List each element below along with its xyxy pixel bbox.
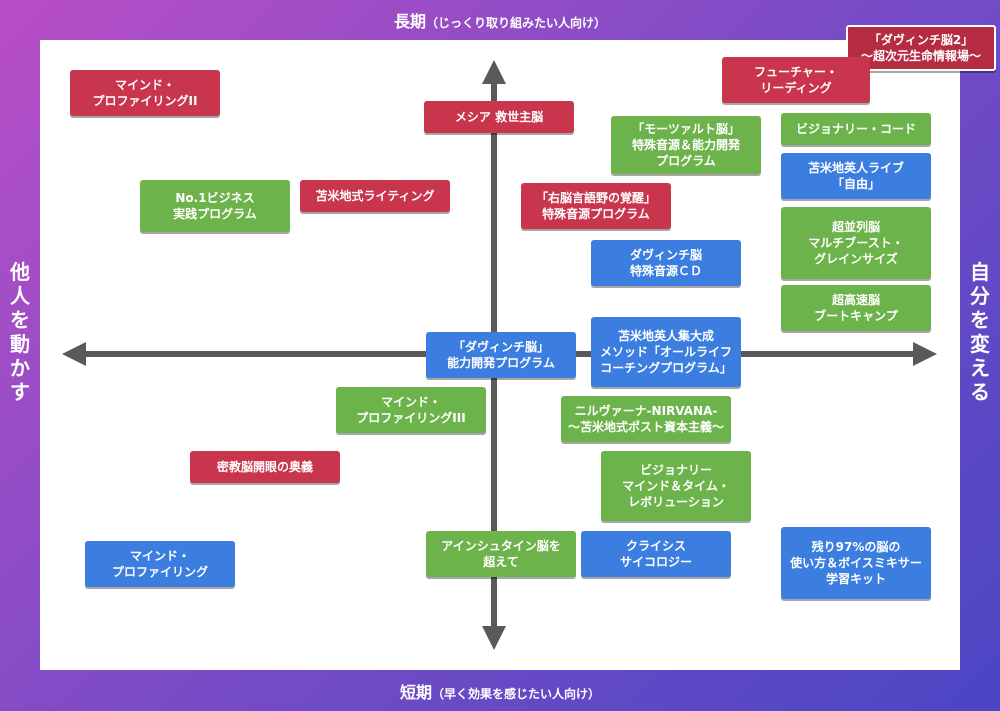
axis-title-sub: （じっくり取り組みたい人向け） bbox=[426, 16, 607, 30]
program-label: 「モーツァルト脳」 特殊音源＆能力開発 プログラム bbox=[631, 122, 740, 168]
program-label: アインシュタイン脳を 超えて bbox=[441, 539, 561, 569]
program-box-visionary-mind[interactable]: ビジョナリー マインド＆タイム・ レボリューション bbox=[601, 451, 751, 521]
program-box-esoteric[interactable]: 密教脳開眼の奥義 bbox=[190, 451, 340, 483]
program-box-nirvana[interactable]: ニルヴァーナ-NIRVANA- ～苫米地式ポスト資本主義～ bbox=[561, 396, 731, 442]
program-label: No.1ビジネス 実践プログラム bbox=[173, 191, 257, 221]
program-label: ビジョナリー・コード bbox=[795, 122, 916, 136]
program-label: メシア 救世主脳 bbox=[454, 110, 544, 124]
left-arrow-head bbox=[62, 342, 86, 366]
program-label: マインド・ プロファイリングII bbox=[92, 78, 198, 108]
down-arrow-head bbox=[482, 626, 506, 650]
program-label: マインド・ プロファイリング bbox=[111, 549, 208, 579]
program-box-writing[interactable]: 苫米地式ライティング bbox=[300, 180, 450, 212]
program-box-live-freedom[interactable]: 苫米地英人ライブ 「自由」 bbox=[781, 153, 931, 199]
program-label: 「ダヴィンチ脳2」 ～超次元生命情報場～ bbox=[860, 33, 981, 63]
program-box-super-speed[interactable]: 超高速脳 ブートキャンプ bbox=[781, 285, 931, 331]
program-box-mind-profiling-3[interactable]: マインド・ プロファイリングIII bbox=[336, 387, 486, 433]
axis-title-change-self: 自分を変える bbox=[970, 260, 990, 404]
program-box-davinci2[interactable]: 「ダヴィンチ脳2」 ～超次元生命情報場～ bbox=[846, 25, 996, 71]
program-box-crisis[interactable]: クライシス サイコロジー bbox=[581, 531, 731, 577]
program-box-visionary-code[interactable]: ビジョナリー・コード bbox=[781, 113, 931, 145]
axis-title-main: 長期 bbox=[393, 12, 426, 31]
program-box-remaining-97[interactable]: 残り97%の脳の 使い方＆ボイスミキサー 学習キット bbox=[781, 527, 931, 599]
program-box-messiah[interactable]: メシア 救世主脳 bbox=[424, 101, 574, 133]
axis-title-long-term: 長期（じっくり取り組みたい人向け） bbox=[0, 8, 1000, 32]
program-label: マインド・ プロファイリングIII bbox=[356, 395, 466, 425]
program-label: 超並列脳 マルチブースト・ グレインサイズ bbox=[808, 220, 904, 266]
program-label: 苫米地式ライティング bbox=[315, 189, 435, 203]
program-box-all-life[interactable]: 苫米地英人集大成 メソッド「オールライフ コーチングプログラム」 bbox=[591, 317, 741, 387]
axis-title-sub: （早く効果を感じたい人向け） bbox=[432, 687, 601, 701]
program-label: フューチャー・ リーディング bbox=[754, 65, 838, 95]
program-label: ビジョナリー マインド＆タイム・ レボリューション bbox=[622, 463, 730, 509]
program-label: 密教脳開眼の奥義 bbox=[216, 460, 313, 474]
right-arrow-head bbox=[913, 342, 937, 366]
program-label: 「ダヴィンチ脳」 能力開発プログラム bbox=[447, 340, 555, 370]
axis-title-main: 短期 bbox=[399, 683, 432, 702]
program-box-mind-profiling[interactable]: マインド・ プロファイリング bbox=[85, 541, 235, 587]
program-box-davinci-ability[interactable]: 「ダヴィンチ脳」 能力開発プログラム bbox=[426, 332, 576, 378]
program-box-super-parallel[interactable]: 超並列脳 マルチブースト・ グレインサイズ bbox=[781, 207, 931, 279]
program-box-no1-business[interactable]: No.1ビジネス 実践プログラム bbox=[140, 180, 290, 232]
program-label: ニルヴァーナ-NIRVANA- ～苫米地式ポスト資本主義～ bbox=[567, 404, 724, 434]
axis-title-short-term: 短期（早く効果を感じたい人向け） bbox=[0, 679, 1000, 703]
program-label: ダヴィンチ脳 特殊音源ＣＤ bbox=[629, 248, 702, 278]
program-box-right-brain[interactable]: 「右脳言語野の覚醒」 特殊音源プログラム bbox=[521, 183, 671, 229]
program-label: 苫米地英人集大成 メソッド「オールライフ コーチングプログラム」 bbox=[599, 329, 732, 375]
axis-title-move-others: 他人を動かす bbox=[10, 260, 30, 404]
program-box-future-reading[interactable]: フューチャー・ リーディング bbox=[722, 57, 870, 103]
program-label: クライシス サイコロジー bbox=[619, 539, 692, 569]
program-box-mozart[interactable]: 「モーツァルト脳」 特殊音源＆能力開発 プログラム bbox=[611, 116, 761, 174]
program-box-davinci-cd[interactable]: ダヴィンチ脳 特殊音源ＣＤ bbox=[591, 240, 741, 286]
program-label: 超高速脳 ブートキャンプ bbox=[814, 293, 898, 323]
program-box-einstein[interactable]: アインシュタイン脳を 超えて bbox=[426, 531, 576, 577]
program-label: 残り97%の脳の 使い方＆ボイスミキサー 学習キット bbox=[790, 540, 922, 586]
program-label: 「右脳言語野の覚醒」 特殊音源プログラム bbox=[535, 191, 656, 221]
up-arrow-head bbox=[482, 60, 506, 84]
program-label: 苫米地英人ライブ 「自由」 bbox=[807, 161, 904, 191]
program-box-mind-profiling-2[interactable]: マインド・ プロファイリングII bbox=[70, 70, 220, 116]
